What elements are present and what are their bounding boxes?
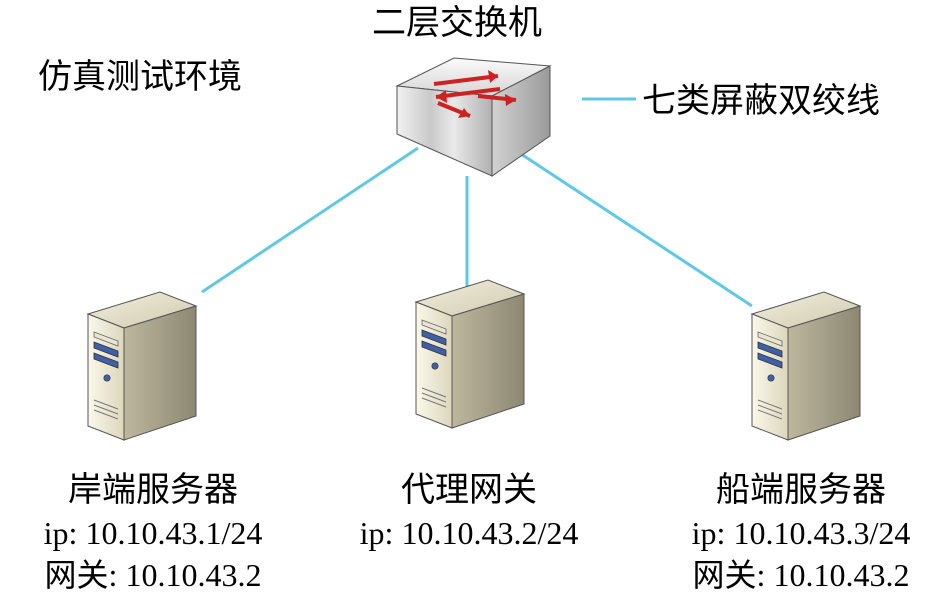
server-gateway: 网关: 10.10.43.2 xyxy=(692,557,910,593)
switch-arrow-head xyxy=(458,108,470,118)
environment-label: 仿真测试环境 xyxy=(38,57,242,97)
server-name: 代理网关 xyxy=(401,470,537,510)
switch-title: 二层交换机 xyxy=(372,3,542,43)
server-ip: ip: 10.10.43.3/24 xyxy=(691,515,911,551)
server-label-shore: 岸端服务器 ip: 10.10.43.1/24 网关: 10.10.43.2 xyxy=(18,468,288,596)
server-icon[interactable] xyxy=(751,291,861,441)
switch-arrow xyxy=(435,87,501,99)
server-name: 船端服务器 xyxy=(716,470,886,510)
legend-label: 七类屏蔽双绞线 xyxy=(642,81,880,121)
switch-arrow-head xyxy=(505,94,516,106)
server-label-proxy: 代理网关 ip: 10.10.43.2/24 xyxy=(334,468,604,554)
server-icon[interactable] xyxy=(415,279,525,429)
switch-arrow-head xyxy=(488,70,498,83)
server-ip: ip: 10.10.43.2/24 xyxy=(359,515,579,551)
server-label-ship: 船端服务器 ip: 10.10.43.3/24 网关: 10.10.43.2 xyxy=(666,468,936,596)
switch-arrow-head xyxy=(436,90,447,103)
server-name: 岸端服务器 xyxy=(68,470,238,510)
network-link xyxy=(517,150,753,308)
switch-icon[interactable] xyxy=(395,57,552,177)
server-ip: ip: 10.10.43.1/24 xyxy=(43,515,263,551)
network-link xyxy=(201,146,419,294)
switch-arrow xyxy=(433,74,499,86)
server-icon[interactable] xyxy=(87,291,197,441)
server-gateway: 网关: 10.10.43.2 xyxy=(44,557,262,593)
